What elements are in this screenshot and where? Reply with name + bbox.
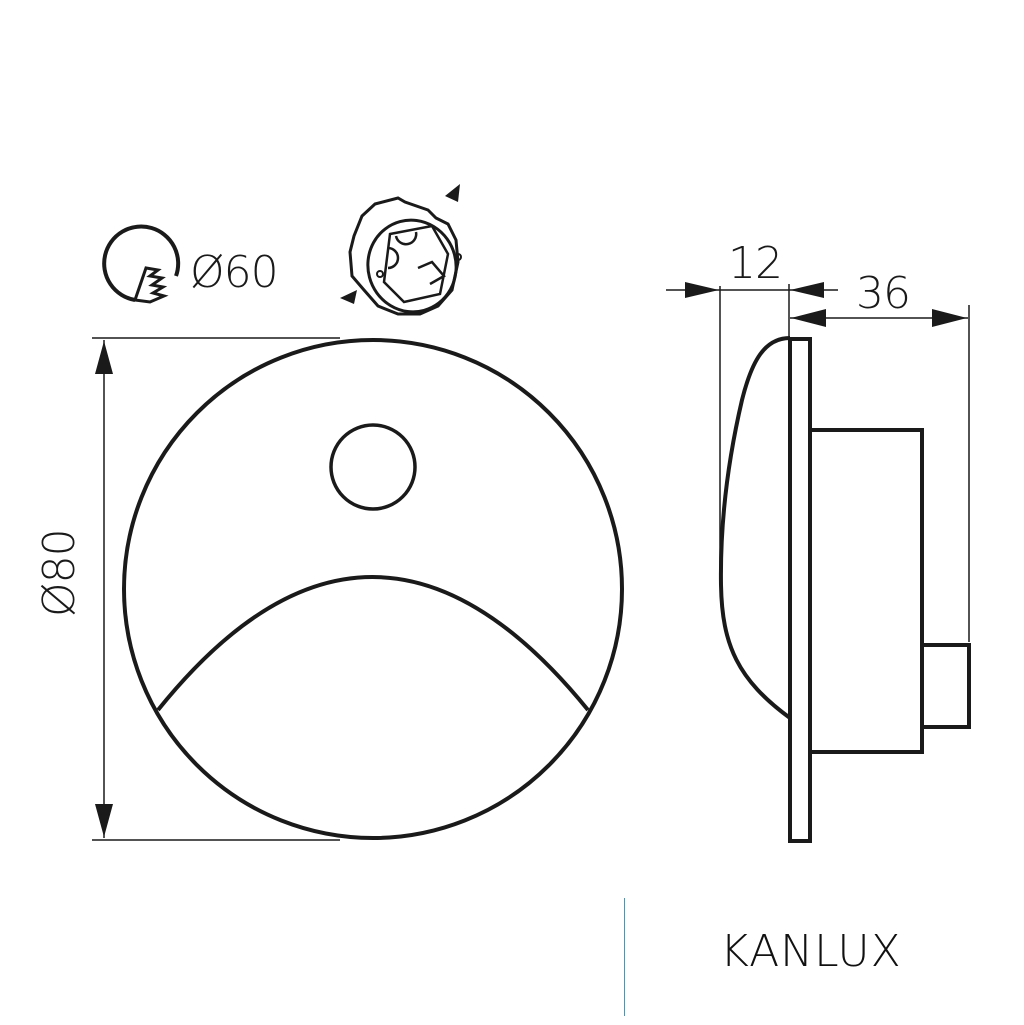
brand-divider bbox=[624, 898, 625, 1016]
front-plate-profile bbox=[788, 337, 812, 843]
box-arrow-top-icon bbox=[445, 184, 460, 202]
hole-saw-icon bbox=[102, 224, 181, 304]
flush-mounting-box-icon bbox=[348, 196, 462, 316]
brand-logo: KANLUX bbox=[720, 926, 902, 977]
front-depth-label: 12 bbox=[728, 238, 782, 289]
side-view bbox=[666, 282, 971, 843]
outer-diameter-label: Ø80 bbox=[34, 529, 85, 617]
rear-depth-label: 36 bbox=[856, 268, 910, 319]
motion-sensor-lens bbox=[329, 423, 417, 511]
hole-diameter-label: Ø60 bbox=[190, 247, 278, 298]
connector-profile bbox=[920, 643, 971, 729]
lamp-outer-ring bbox=[122, 338, 624, 840]
front-view bbox=[92, 337, 624, 841]
housing-profile bbox=[808, 428, 924, 754]
dome-profile bbox=[718, 336, 792, 720]
box-arrow-bottom-icon bbox=[340, 290, 357, 304]
light-window-arc bbox=[156, 575, 590, 712]
